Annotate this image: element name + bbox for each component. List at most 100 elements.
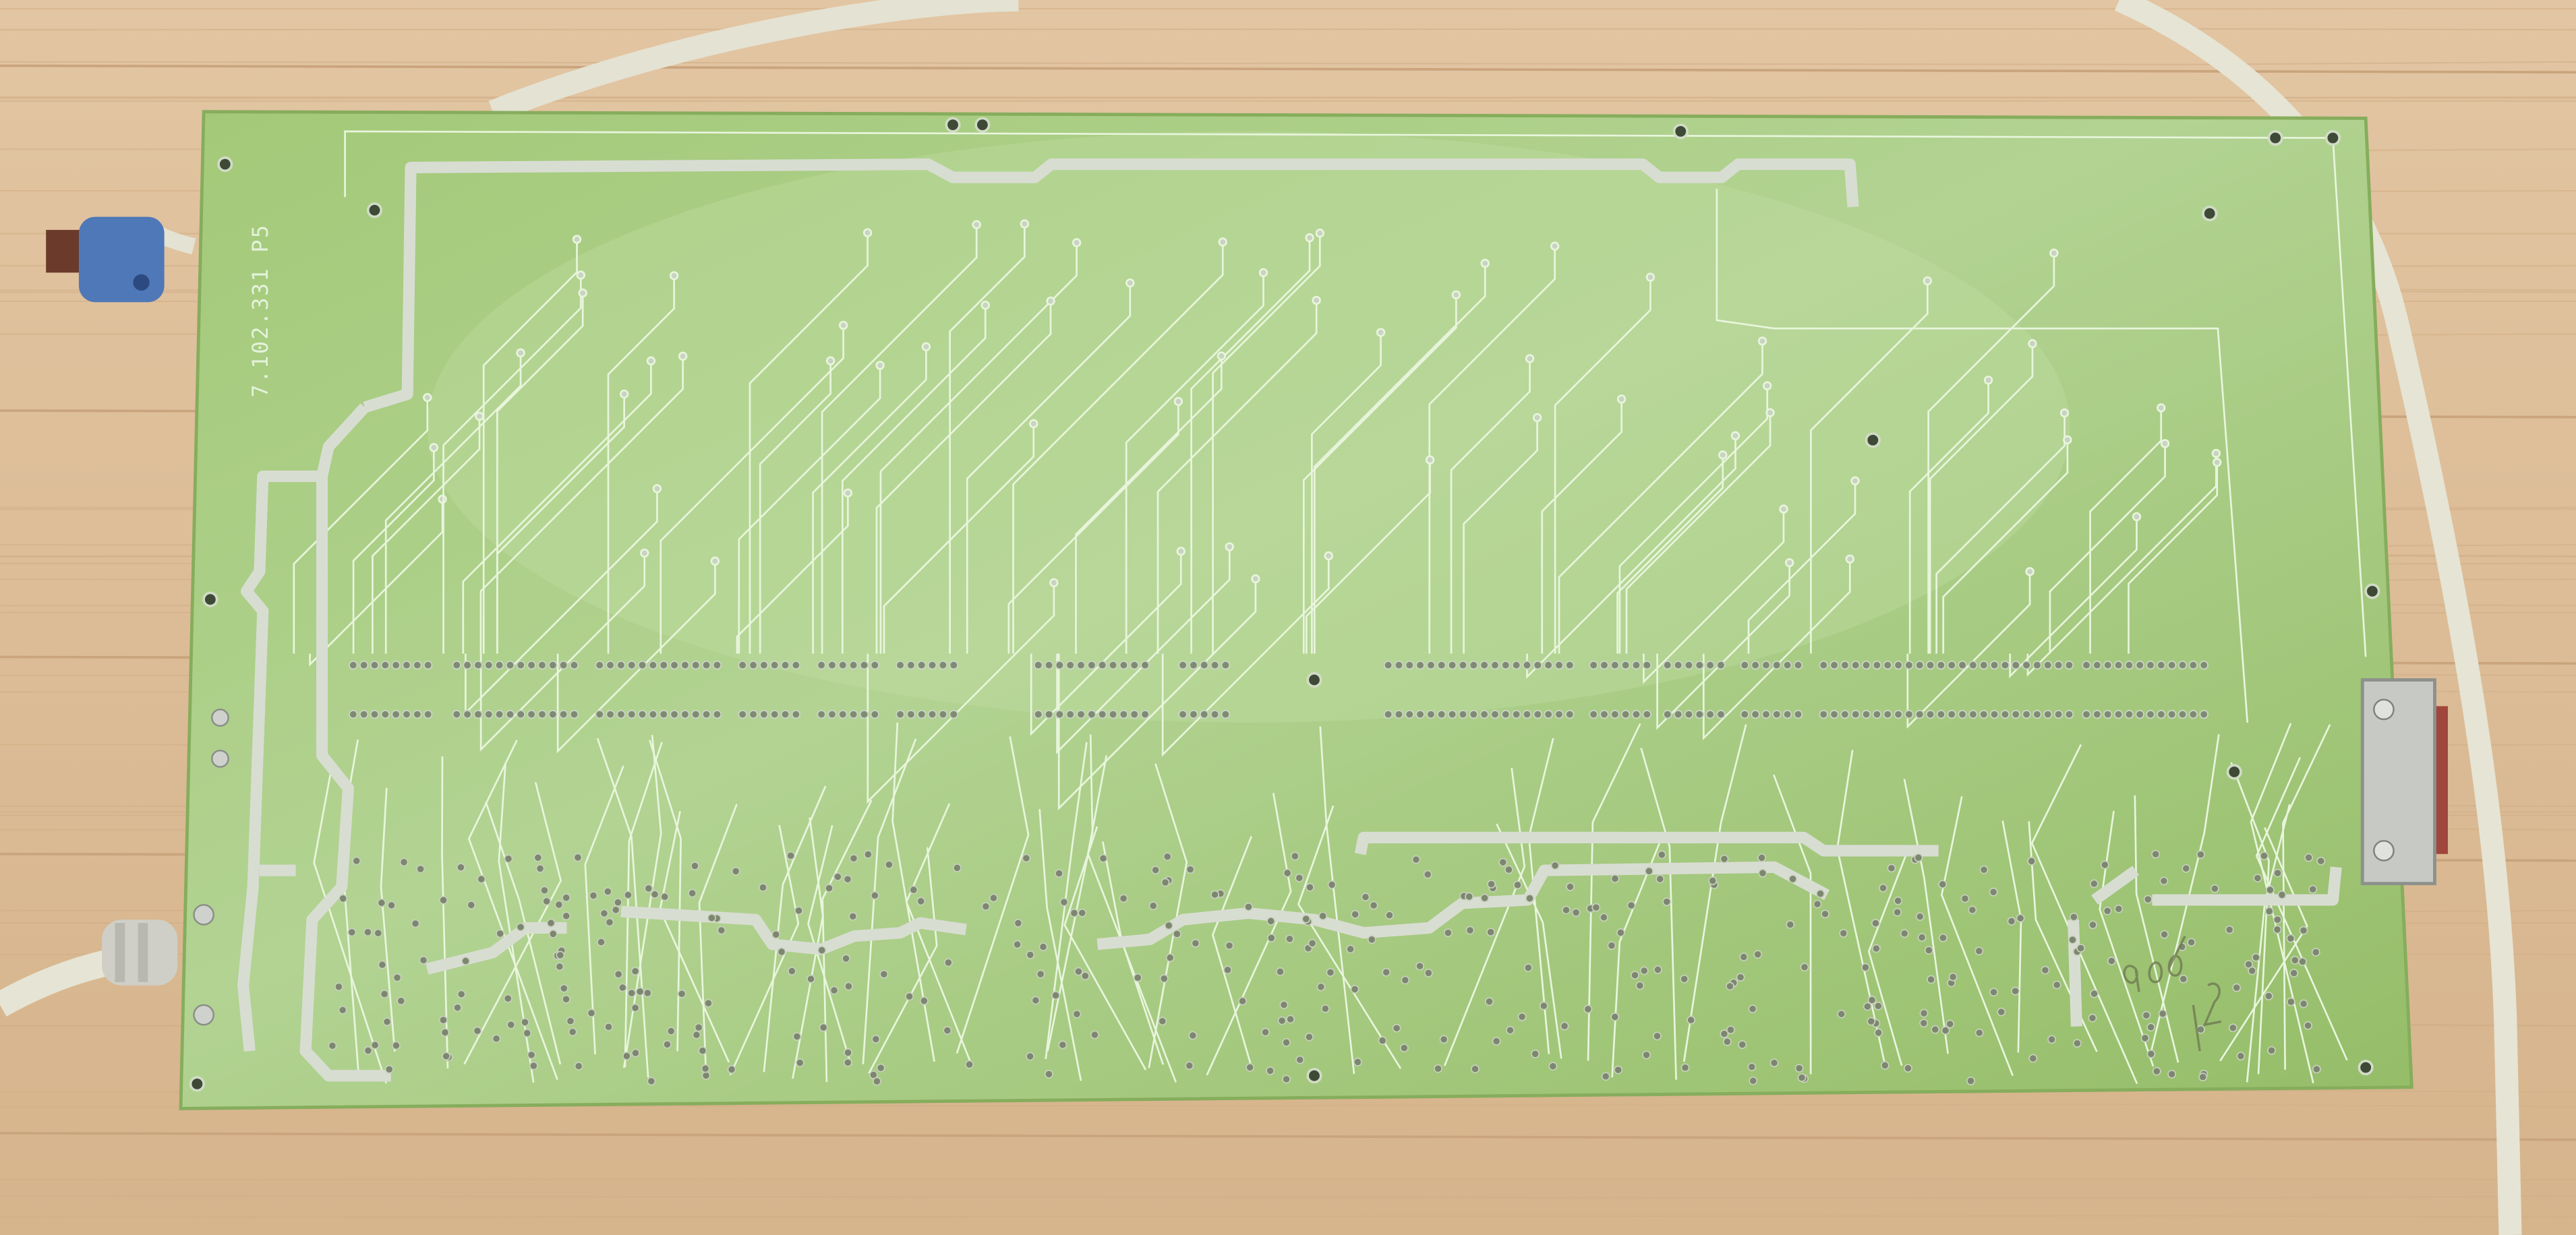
solder-pad [1879, 883, 1887, 893]
solder-pad [2052, 980, 2061, 990]
solder-pad [562, 911, 571, 921]
solder-pad [1566, 882, 1575, 891]
solder-pad [817, 946, 827, 955]
signal-trace [1558, 340, 1763, 654]
solder-pad [2273, 915, 2282, 924]
solder-pad [1751, 660, 1760, 670]
solder-pad [2053, 709, 2063, 719]
solder-pad [1480, 660, 1489, 670]
solder-pad [965, 1060, 974, 1069]
via [2028, 339, 2037, 349]
via [972, 220, 981, 229]
solder-pad [380, 709, 390, 719]
solder-pad [2264, 991, 2273, 1000]
solder-pad [589, 891, 598, 900]
solder-pad [1793, 660, 1803, 670]
solder-pad [1673, 709, 1683, 719]
solder-pad [1055, 660, 1065, 670]
solder-pad [1044, 1069, 1053, 1079]
solder-pad [1725, 982, 1734, 991]
solder-pad [1631, 709, 1641, 719]
solder-pad [1072, 1009, 1082, 1019]
solder-pad [1282, 1075, 1291, 1084]
solder-pad [1753, 950, 1763, 959]
solder-pad [659, 660, 669, 670]
solder-pad [2092, 660, 2102, 670]
solder-pad [568, 1027, 577, 1037]
cable-right [2114, 0, 2522, 1235]
solder-pad [1974, 1028, 1984, 1037]
mounting-hole [2324, 130, 2341, 146]
via [1324, 551, 1333, 561]
solder-pad [2265, 885, 2275, 895]
solder-pad [1635, 981, 1645, 990]
solder-pad [2167, 660, 2177, 670]
signal-trace [441, 756, 449, 1068]
solder-pad [2146, 660, 2155, 670]
solder-pad [1426, 660, 1436, 670]
solder-pad [1327, 880, 1337, 889]
solder-pad [2264, 907, 2274, 916]
solder-pad [1705, 709, 1715, 719]
solder-pad [1904, 660, 1914, 670]
solder-pad [663, 1040, 672, 1049]
solder-pad [2236, 1052, 2246, 1061]
solder-pad [2179, 974, 2188, 984]
solder-pad [1511, 660, 1521, 670]
solder-pad [1392, 1023, 1401, 1033]
solder-pad [2182, 864, 2191, 873]
solder-pad [2011, 986, 2020, 996]
solder-pad [1782, 660, 1792, 670]
solder-pad [614, 969, 623, 979]
signal-trace [1075, 356, 1223, 654]
solder-pad [569, 709, 579, 719]
solder-pad [1800, 963, 1809, 972]
solder-pad [2199, 660, 2209, 670]
solder-pad [1589, 709, 1598, 719]
via [2059, 408, 2070, 418]
signal-trace [1867, 852, 1908, 1066]
solder-pad [1560, 1021, 1569, 1031]
solder-pad [461, 957, 471, 966]
solder-pad [1871, 919, 1880, 928]
solder-pad [1708, 876, 1718, 885]
solder-pad [2016, 913, 2025, 923]
solder-pad [1968, 905, 1977, 915]
solder-pad [347, 928, 357, 937]
solder-pad [2064, 709, 2074, 719]
solder-pad [1498, 857, 1508, 867]
solder-pad [817, 709, 826, 719]
solder-pad [827, 709, 837, 719]
solder-pad [1140, 660, 1150, 670]
mounting-hole [1865, 432, 1881, 448]
solder-pad [1564, 709, 1575, 719]
solder-pad [423, 660, 433, 670]
signal-trace [698, 804, 738, 1066]
solder-pad [1266, 916, 1276, 926]
solder-pad [618, 983, 627, 992]
solder-pad [1286, 1015, 1295, 1024]
via [2157, 403, 2166, 413]
solder-pad [794, 906, 803, 915]
signal-trace [1640, 748, 1677, 1080]
solder-pad [848, 911, 858, 921]
solder-pad [1620, 709, 1631, 719]
signal-trace [1086, 755, 1177, 1083]
via [875, 361, 885, 370]
via [1845, 554, 1854, 564]
solder-pad [2225, 925, 2234, 934]
via [1425, 455, 1435, 464]
via [1923, 276, 1933, 286]
solder-pad [1716, 709, 1726, 719]
via [1550, 241, 1560, 251]
solder-pad [791, 709, 801, 719]
solder-pad [1739, 953, 1749, 961]
solder-pad [1378, 1036, 1387, 1046]
solder-pad [2299, 926, 2308, 935]
solder-pad [1013, 940, 1022, 949]
solder-pad [453, 1003, 462, 1013]
solder-pad [1662, 709, 1672, 719]
signal-trace [1927, 253, 2055, 654]
solder-pad [1458, 660, 1468, 670]
